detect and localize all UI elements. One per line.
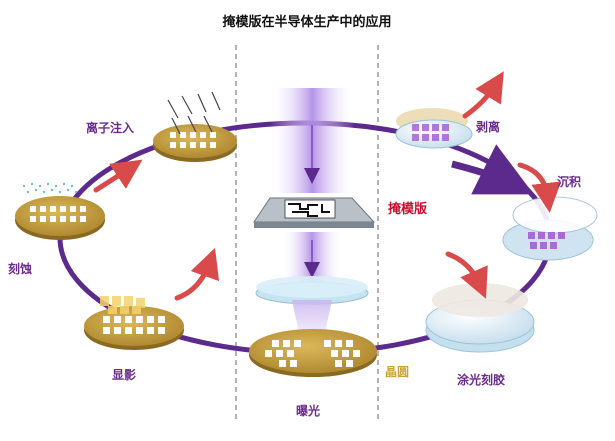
wafer-ion-implant <box>153 91 237 162</box>
label-ion-implant: 离子注入 <box>86 120 134 135</box>
label-wafer: 晶圆 <box>385 364 409 379</box>
label-develop: 显影 <box>112 367 136 382</box>
label-mask: 掩模版 <box>388 201 427 217</box>
label-coat: 涂光刻胶 <box>457 372 505 387</box>
page-title: 掩模版在半导体生产中的应用 <box>222 14 391 30</box>
photomask <box>253 197 376 228</box>
wafer-coat <box>425 283 535 353</box>
wafer-strip <box>395 108 473 149</box>
lens-top <box>256 276 368 298</box>
label-etch: 刻蚀 <box>8 261 32 276</box>
wafer-deposit <box>502 196 598 261</box>
label-strip: 剥离 <box>476 119 500 134</box>
wafer-develop <box>84 296 184 350</box>
label-exposure: 曝光 <box>296 403 320 418</box>
cycle-arrow <box>451 144 534 195</box>
wafer-etch <box>15 182 105 240</box>
wafer-exposure <box>249 329 377 377</box>
label-deposit: 沉积 <box>557 174 581 189</box>
red-arrows <box>93 71 562 301</box>
